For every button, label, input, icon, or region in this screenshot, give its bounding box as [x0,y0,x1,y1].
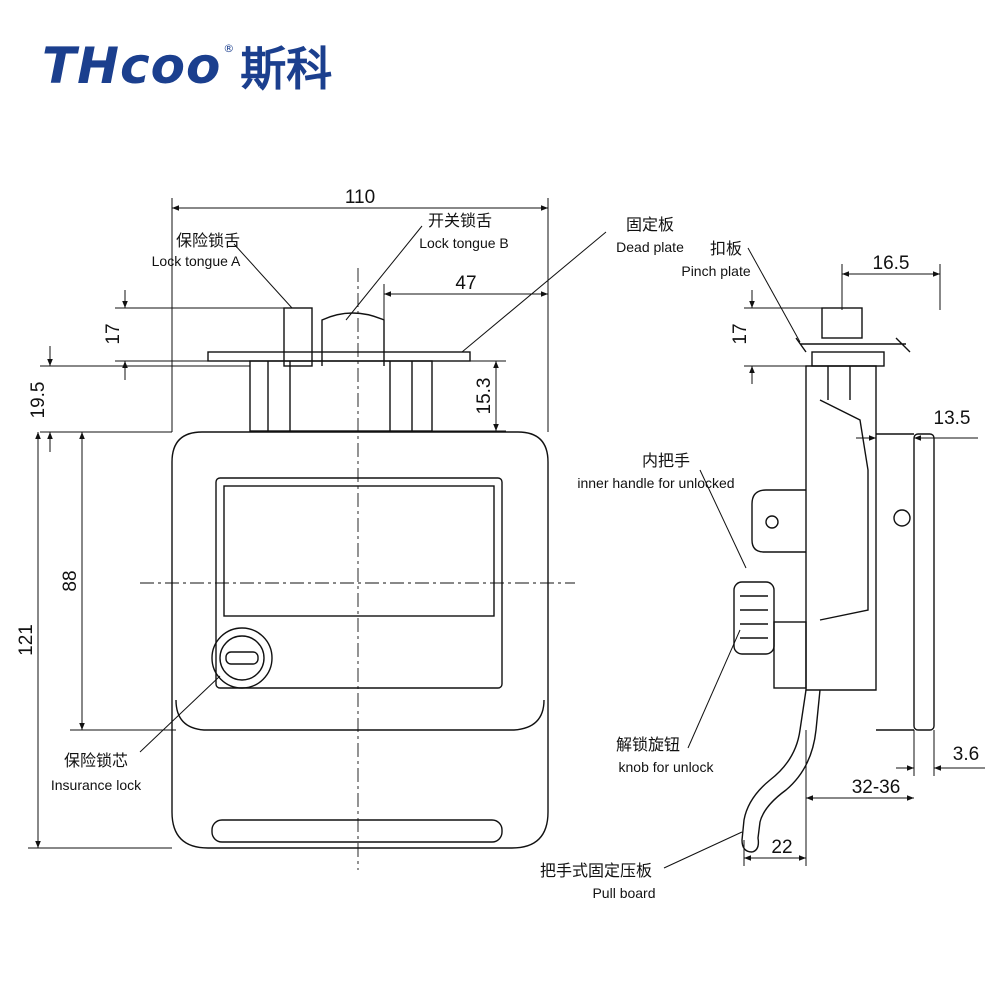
brand-name: THcoo [42,37,222,95]
handle-paddle [223,485,495,617]
dim-13-5: 13.5 [934,408,971,429]
pull-board [741,689,821,853]
leader-unlock-knob [687,629,741,749]
label-lock-tongue-a-cn: 保险锁舌 [176,231,240,250]
housing-step-line [175,699,545,731]
dim-3-6: 3.6 [953,744,979,765]
lock-tongue-b [321,312,385,366]
leader-lock-tongue-b [345,225,423,321]
label-dead-plate-en: Dead plate [616,239,684,255]
leader-dead-plate [461,231,607,353]
dim-121: 121 [16,624,37,656]
lock-tongue-a [283,307,313,367]
dead-plate [207,351,471,362]
insurance-lock-outer [211,627,273,689]
dim-15-3: 15.3 [474,378,495,415]
dim-32-36: 32-36 [852,777,901,798]
side-tongue [821,307,863,339]
lock-body-block [249,360,433,432]
leader-inner-handle [699,469,747,569]
side-flange [913,433,935,731]
label-insurance-lock-cn: 保险锁芯 [64,751,128,770]
dim-88: 88 [60,570,81,591]
dim-22: 22 [771,837,792,858]
label-pinch-plate-en: Pinch plate [681,263,750,279]
leader-insurance-lock [139,675,221,753]
label-pull-board-cn: 把手式固定压板 [540,861,652,880]
front-dimensions [28,198,549,849]
label-pinch-plate-cn: 扣板 [710,239,742,258]
label-knob-unlock-cn: 解锁旋钮 [616,735,680,754]
unlock-knob [733,581,775,655]
handle-housing [171,431,549,849]
knob-shaft [773,621,807,689]
insurance-lock-inner [219,635,265,681]
label-insurance-lock-en: Insurance lock [51,777,142,793]
leader-pull-board [663,831,743,869]
label-lock-tongue-b-cn: 开关锁舌 [428,211,492,230]
label-lock-tongue-a-en: Lock tongue A [152,253,241,269]
inner-handle-pivot [765,515,779,529]
label-pull-board-en: Pull board [592,885,655,901]
insurance-lock-keyway [225,651,259,665]
dim-17-front: 17 [103,323,124,344]
dim-16-5: 16.5 [873,253,910,274]
label-lock-tongue-b-en: Lock tongue B [419,235,509,251]
side-body [805,365,877,691]
side-dead-plate [811,351,885,367]
leader-lock-tongue-a [233,243,293,309]
leader-pinch-plate [747,247,801,343]
side-dimensions [743,264,985,866]
label-inner-handle-en: inner handle for unlocked [577,475,734,491]
dim-47: 47 [455,273,476,294]
pinch-plate [795,337,911,353]
dimension-values: 110 47 17 19.5 15.3 88 121 16.5 17 13.5 … [16,187,979,858]
leader-lines [139,225,801,869]
brand-registered-mark: ® [223,42,235,55]
dim-19-5: 19.5 [28,382,49,419]
grip-slot [211,819,503,843]
front-view [140,268,575,870]
handle-recess [215,477,503,689]
side-view [733,307,935,853]
part-labels: 保险锁舌 Lock tongue A 开关锁舌 Lock tongue B 固定… [51,211,751,901]
side-body-inner [819,399,869,621]
dim-17-side: 17 [730,323,751,344]
brand-logo: THcoo ® 斯科 [42,37,332,96]
dim-110: 110 [345,187,375,208]
label-dead-plate-cn: 固定板 [626,215,674,234]
label-inner-handle-cn: 内把手 [642,451,690,470]
brand-chinese-name: 斯科 [240,42,333,96]
inner-handle [751,489,806,553]
label-knob-unlock-en: knob for unlock [619,759,715,775]
side-screw [893,509,911,527]
